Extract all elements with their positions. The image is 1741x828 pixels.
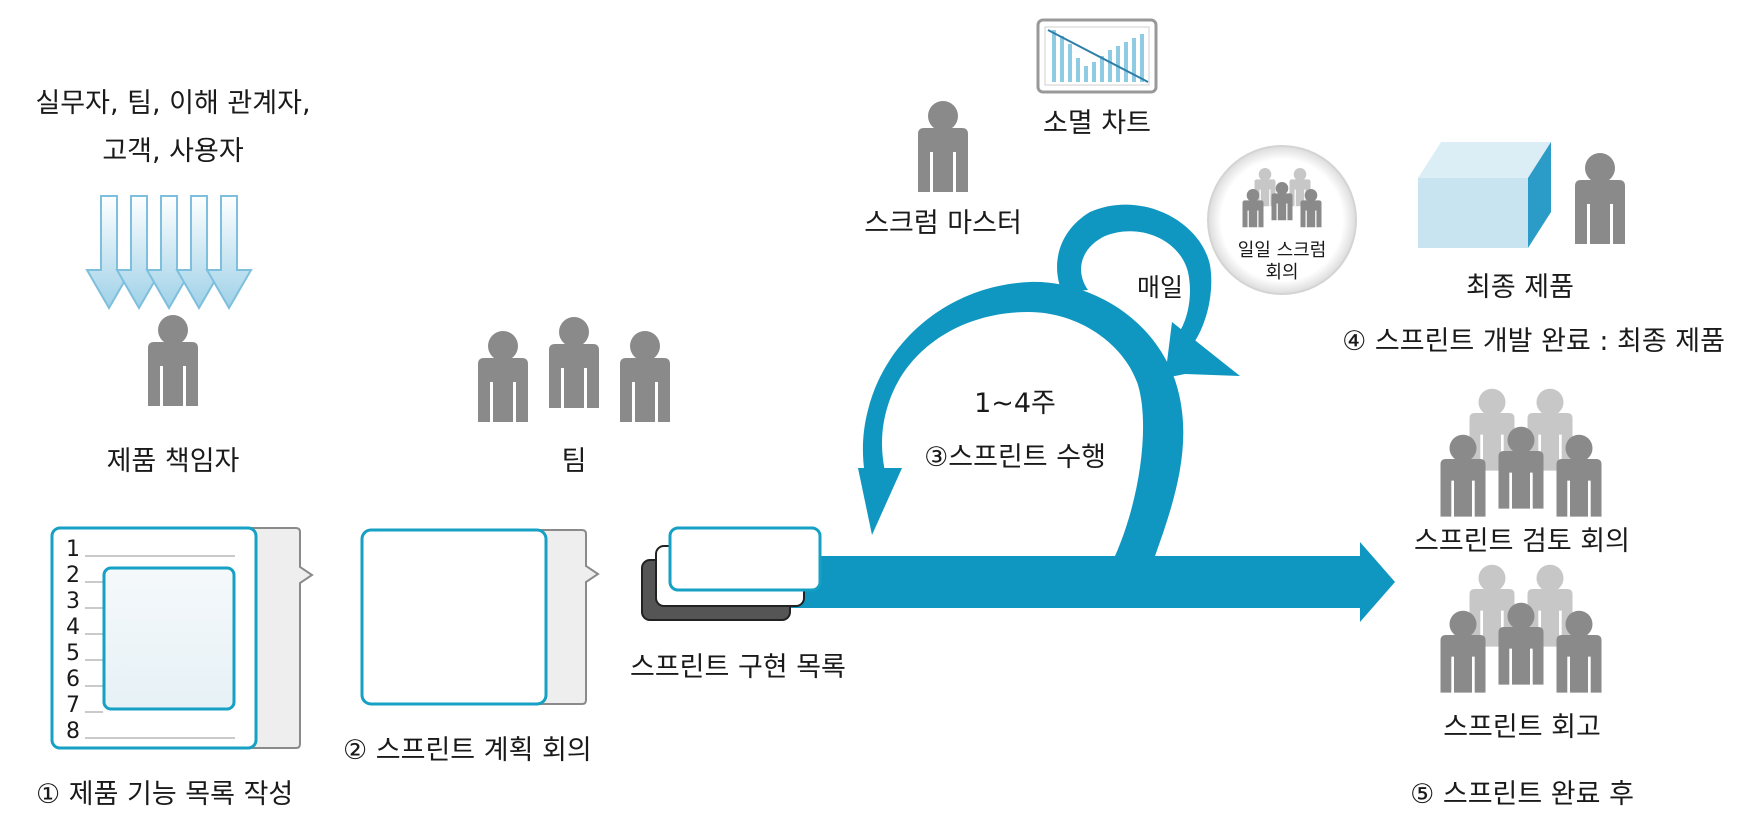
stakeholders-group: 실무자, 팀, 이해 관계자, 고객, 사용자 — [35, 88, 311, 310]
product-owner-person-icon — [148, 315, 198, 406]
final-product-box-icon — [1418, 142, 1551, 248]
sprint-retro-people-icon — [1440, 564, 1602, 693]
product-owner-label: 제품 책임자 — [107, 446, 240, 477]
backlog-number: 7 — [66, 693, 80, 718]
team-people-icon — [478, 317, 670, 422]
stakeholders-line2: 고객, 사용자 — [102, 136, 244, 167]
backlog-number: 6 — [66, 667, 80, 692]
backlog-number: 5 — [66, 641, 80, 666]
backlog-number: 1 — [66, 537, 80, 562]
burndown-label: 소멸 차트 — [1043, 108, 1151, 139]
backlog-number: 4 — [66, 615, 80, 640]
burndown-chart-icon — [1036, 18, 1158, 94]
backlog-caption: ① 제품 기능 목록 작성 — [36, 779, 293, 810]
product-backlog-document: 1 2 3 4 5 6 7 8 — [50, 526, 314, 750]
sprint-retro-label: 스프린트 회고 — [1443, 712, 1601, 743]
backlog-number: 8 — [66, 719, 80, 744]
sprint-review-people-icon — [1440, 388, 1602, 517]
input-arrows-icon — [85, 195, 253, 310]
sprint-backlog-stack — [641, 526, 822, 621]
sprint-review-label: 스프린트 검토 회의 — [1414, 526, 1630, 557]
planning-caption: ② 스프린트 계획 회의 — [343, 735, 592, 766]
backlog-number: 2 — [66, 563, 80, 588]
after-sprint-caption: ⑤ 스프린트 완료 후 — [1410, 779, 1634, 810]
sprint-duration-label: 1~4주 — [974, 388, 1056, 419]
sprint-cycle-arrow — [785, 204, 1395, 622]
daily-label: 매일 — [1137, 273, 1183, 302]
team-label: 팀 — [562, 446, 587, 477]
sprint-planning-document — [360, 528, 600, 706]
final-product-person-icon — [1575, 153, 1625, 244]
backlog-number: 3 — [66, 589, 80, 614]
final-product-label: 최종 제품 — [1466, 272, 1574, 303]
daily-scrum-line1: 일일 스크럼 — [1238, 240, 1327, 261]
sprint-execution-label: ③스프린트 수행 — [924, 442, 1106, 473]
daily-scrum-badge: 일일 스크럼 회의 — [1207, 145, 1357, 295]
stakeholders-line1: 실무자, 팀, 이해 관계자, — [35, 88, 310, 119]
daily-scrum-line2: 회의 — [1265, 262, 1298, 283]
scrum-master-person-icon — [918, 101, 968, 192]
scrum-master-label: 스크럼 마스터 — [864, 208, 1022, 239]
final-product-caption: ④ 스프린트 개발 완료 : 최종 제품 — [1342, 326, 1725, 357]
sprint-backlog-caption: 스프린트 구현 목록 — [630, 652, 846, 683]
